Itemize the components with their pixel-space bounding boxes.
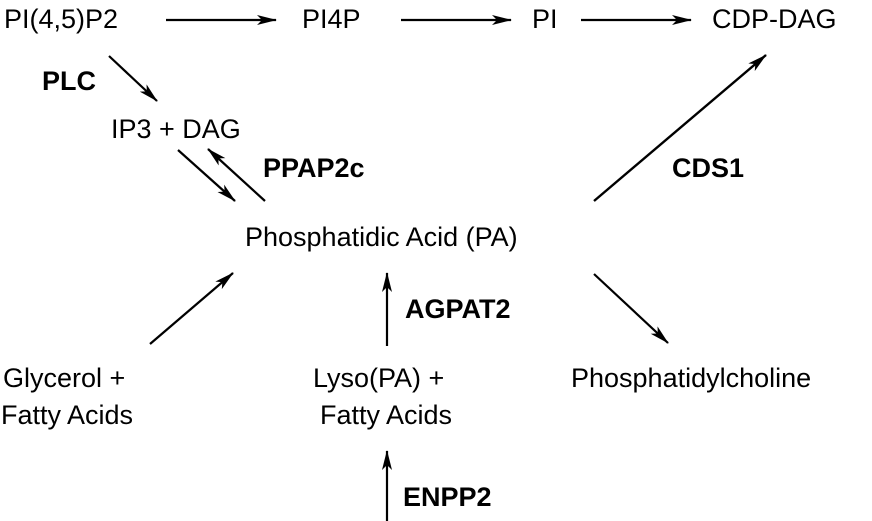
arrow-pa-to-cdpdag	[593, 54, 767, 202]
node-pi4p: PI4P	[302, 4, 361, 34]
node-lyso-line1: Lyso(PA) +	[313, 363, 445, 393]
node-phosphatidylcholine: Phosphatidylcholine	[571, 363, 812, 393]
node-lyso-line2: Fatty Acids	[320, 400, 453, 430]
node-phosphatidic-acid: Phosphatidic Acid (PA)	[245, 222, 518, 252]
arrow-pa-to-pc	[593, 273, 669, 344]
enzyme-plc: PLC	[42, 66, 96, 96]
arrow-pa-to-ip3dag	[207, 148, 266, 202]
enzyme-agpat2: AGPAT2	[405, 294, 511, 324]
enzyme-cds1: CDS1	[672, 153, 745, 183]
node-ip3-dag: IP3 + DAG	[111, 114, 241, 144]
node-glycerol-line2: Fatty Acids	[1, 400, 134, 430]
enzyme-enpp2: ENPP2	[403, 482, 492, 512]
arrow-glycerol-to-pa	[149, 272, 234, 345]
node-pip2: PI(4,5)P2	[4, 4, 119, 34]
node-glycerol-line1: Glycerol +	[3, 363, 126, 393]
node-cdp-dag: CDP-DAG	[712, 4, 837, 34]
enzyme-ppap2c: PPAP2c	[263, 153, 365, 183]
arrow-pip2-to-ip3dag	[108, 55, 158, 102]
arrow-ip3dag-to-pa	[177, 149, 236, 202]
node-pi: PI	[532, 4, 558, 34]
